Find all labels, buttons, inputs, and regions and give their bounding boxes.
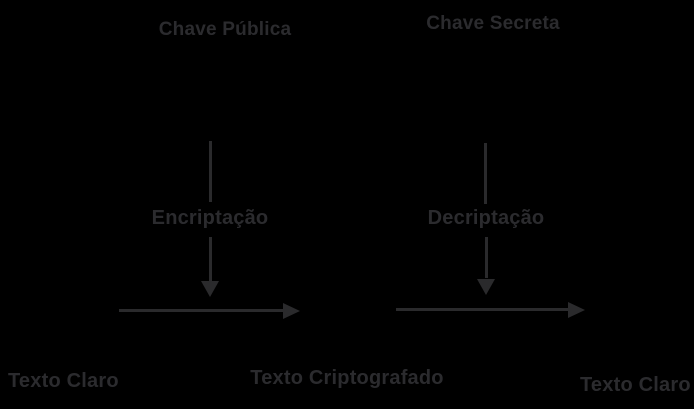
encryption-arrow-line-bottom (209, 237, 212, 281)
secret-key-label: Chave Secreta (426, 13, 560, 34)
encryption-arrow-line-top (209, 141, 212, 202)
arrow-down-icon (477, 279, 495, 295)
decryption-arrow-line-top (484, 143, 487, 204)
decryption-label: Decriptação (427, 207, 545, 229)
plaintext-left-label: Texto Claro (8, 370, 119, 392)
arrow-down-icon (201, 281, 219, 297)
public-key-label: Chave Pública (158, 19, 292, 40)
ciphertext-label: Texto Criptografado (250, 367, 444, 389)
ciphertext-to-plaintext-arrow-line (396, 308, 568, 311)
plaintext-to-ciphertext-arrow-line (119, 309, 285, 312)
encryption-label: Encriptação (151, 207, 269, 229)
decryption-arrow-line-bottom (485, 237, 488, 278)
arrow-right-icon (283, 303, 300, 319)
arrow-right-icon (568, 302, 585, 318)
plaintext-right-label: Texto Claro (580, 374, 691, 396)
